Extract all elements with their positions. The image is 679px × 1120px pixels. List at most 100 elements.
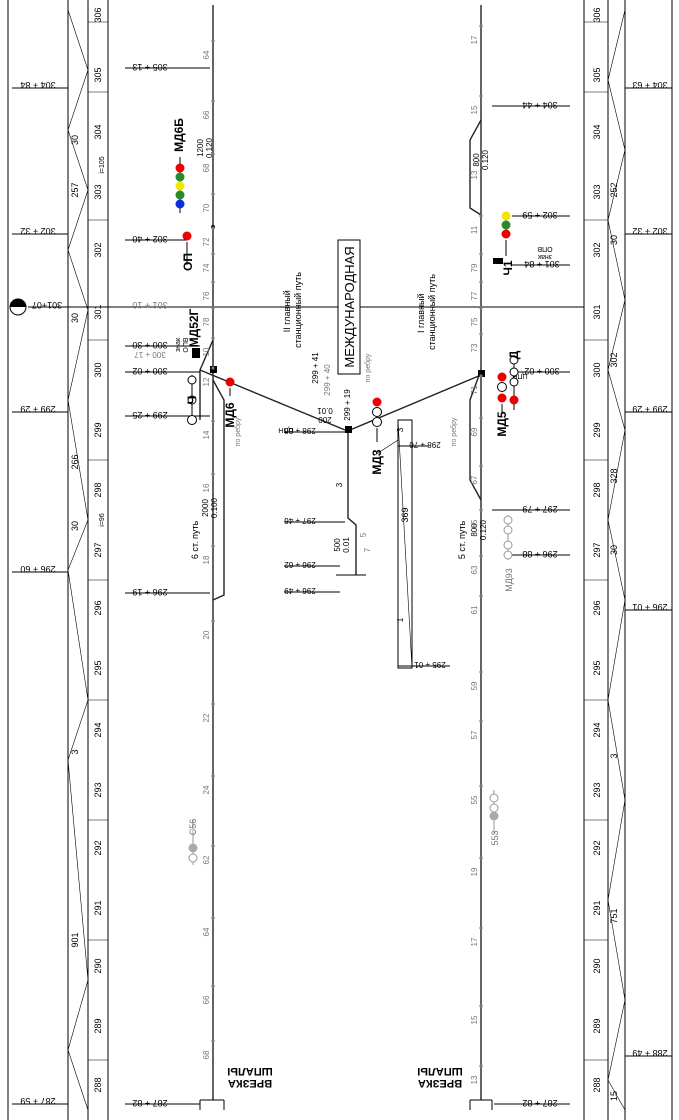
signal-md6b-label: МД6Б — [172, 118, 186, 152]
left-profile-slopes: 30 257 30 266 30 3 901 i=105 i=96 — [70, 135, 106, 948]
track-2 — [199, 5, 346, 1110]
track-picket-label: 61 — [470, 605, 479, 614]
right-profile-slopes: 252 30 302 328 30 3 751 15 — [609, 182, 619, 1101]
track-picket-label: 77 — [470, 291, 479, 300]
km-scale-value: 288 — [592, 1077, 602, 1092]
signal-md52g-label: МД52Г — [187, 308, 201, 347]
t2-picket-2: 302 + 40 — [132, 234, 167, 244]
track-picket-label: 11 — [470, 225, 479, 234]
curves: 12000.120 20000.100 8000.120 8000.120 50… — [196, 137, 490, 552]
track-picket-dot — [479, 280, 483, 284]
track-2-label-l1: II главный — [282, 290, 292, 332]
right-profile-pickets: 304 + 63 302 + 32 299 + 29 296 + 01 288 … — [632, 80, 667, 1058]
track-picket-dot — [479, 784, 483, 788]
track-picket-dot — [479, 252, 483, 256]
km-post-label: 301+07 — [32, 300, 62, 310]
signal-md5[interactable]: МД5 — [495, 372, 509, 437]
c-picket-2: 299 + 40 — [323, 364, 332, 396]
signal-md52g[interactable]: МД52Г — [187, 308, 201, 358]
signal-md93[interactable]: МД93 — [503, 515, 514, 592]
track-picket-dot — [479, 670, 483, 674]
km-scale-value: 291 — [93, 900, 103, 915]
left-picket-1: 304 + 84 — [20, 80, 55, 90]
left-slope-1: 30 — [70, 135, 80, 145]
track-picket-dot — [211, 544, 215, 548]
track-picket-label: 66 — [202, 110, 211, 119]
track-picket-dot — [479, 856, 483, 860]
signal-op-label: ОП — [181, 253, 195, 271]
km-scale-value: 301 — [93, 304, 103, 319]
track-picket-dot — [479, 464, 483, 468]
curve-center2: 2000.01 — [317, 406, 333, 424]
track-picket-dot — [479, 554, 483, 558]
curve-center: 5000.01 — [333, 537, 351, 553]
left-slope-5: 30 — [70, 521, 80, 531]
track-picket-dot — [479, 94, 483, 98]
c-picket-3: 299 + 19 — [343, 389, 352, 421]
opv-right: знакОПВ — [537, 245, 553, 260]
track-picket-label: 16 — [202, 483, 211, 492]
signal-md93-label: МД93 — [504, 568, 514, 592]
track-picket-dot — [211, 39, 215, 43]
signal-md5-label: МД5 — [495, 411, 509, 437]
track-6-label: 6 ст. путь — [190, 521, 200, 560]
signal-ch[interactable]: Ч — [185, 375, 199, 425]
signal-s56[interactable]: С56 — [188, 819, 198, 865]
left-picket-5: 287 + 59 — [20, 1096, 55, 1106]
right-slope-1: 252 — [609, 182, 619, 197]
right-slope-8: 15 — [609, 1091, 619, 1101]
right-picket-2: 302 + 32 — [632, 226, 667, 236]
track-picket-label: 10 — [202, 347, 211, 356]
left-slope-4: 266 — [70, 454, 80, 469]
right-slope-7: 751 — [609, 908, 619, 923]
right-picket-3: 299 + 29 — [632, 404, 667, 414]
t2-picket-4: 300 + 30 — [132, 340, 167, 350]
signal-md3-label: МД3 — [370, 449, 384, 475]
box-num-1: 1 — [396, 617, 405, 622]
box-num-3: 3 — [396, 427, 405, 432]
track-picket-dot — [479, 719, 483, 723]
cpn-right: ЦПН — [512, 372, 527, 379]
curve-left-top: 12000.120 — [196, 137, 214, 158]
spur-num-7: 7 — [363, 547, 372, 552]
insertion-left: ВРЕЗКАШПАЛЫ — [227, 1065, 273, 1089]
signal-ch-label: Ч — [185, 396, 199, 404]
track-picket-label: 62 — [202, 855, 211, 864]
dim-369: 369 — [400, 507, 410, 522]
track2-pickets: 305 + 13 302 + 40 301 + 10 300 + 30 300 … — [125, 62, 210, 1108]
track-2-label-l2: станционный путь — [293, 272, 303, 348]
km-scale-value: 300 — [592, 362, 602, 377]
track-picket-dot — [211, 226, 215, 230]
signal-ch1-label: Ч1 — [501, 260, 515, 275]
signal-md6[interactable]: МД6 — [223, 377, 237, 428]
station-name-text: МЕЖДУНАРОДНАЯ — [342, 246, 357, 367]
km-scale-value: 296 — [592, 600, 602, 615]
signal-op[interactable]: ОП — [181, 231, 195, 271]
c-picket-8: 296 + 49 — [284, 586, 316, 595]
signal-ch1[interactable]: Ч1 — [493, 211, 515, 276]
c-picket-5: 298 + 70 — [409, 440, 441, 449]
km-scale-value: 298 — [592, 482, 602, 497]
km-post: 301+07 — [9, 298, 584, 316]
t1-picket-7: 287 + 82 — [522, 1098, 557, 1108]
t1-picket-2: 302 + 59 — [522, 210, 557, 220]
t1-picket-6: 296 + 88 — [522, 549, 557, 559]
curve-right-top: 8000.120 — [472, 149, 490, 170]
km-scale-value: 294 — [93, 722, 103, 737]
km-scale-value: 297 — [592, 542, 602, 557]
track-picket-label: 63 — [470, 565, 479, 574]
signal-s56-label: С56 — [188, 819, 198, 836]
track-picket-dot — [479, 332, 483, 336]
signal-md6b[interactable]: МД6Б — [172, 118, 186, 213]
signal-md3[interactable]: МД3 — [370, 397, 384, 475]
km-scale-value: 295 — [93, 660, 103, 675]
left-picket-3: 299 + 29 — [20, 404, 55, 414]
track-picket-dot — [479, 508, 483, 512]
track-picket-dot — [479, 1004, 483, 1008]
signal-d[interactable]: Д — [507, 350, 521, 410]
right-slope-2: 30 — [609, 235, 619, 245]
right-picket-1: 304 + 63 — [632, 80, 667, 90]
signal-s53[interactable]: 553 — [489, 790, 501, 846]
km-scale-value: 306 — [93, 7, 103, 22]
